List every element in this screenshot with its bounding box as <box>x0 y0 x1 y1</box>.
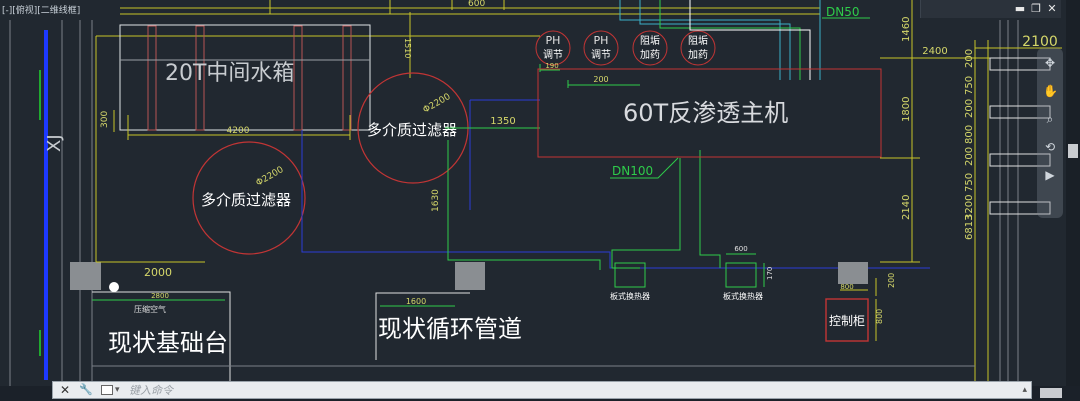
axis-label-xj: XJ <box>44 134 65 152</box>
dim-1800: 1800 <box>901 97 912 122</box>
steeringwheel-icon[interactable]: ✥ <box>1044 56 1056 70</box>
dim-190: 190 <box>545 62 558 70</box>
dim-600-hx: 600 <box>734 245 747 253</box>
dim-750-r2: 750 <box>964 173 975 192</box>
zoom-icon[interactable]: ⌕ <box>1046 112 1054 126</box>
column-blocks <box>70 262 868 290</box>
foundation-label: 现状基础台 <box>108 329 228 357</box>
filter-2[interactable]: 多介质过滤器 <box>192 141 306 255</box>
dim-1630: 1630 <box>431 189 441 212</box>
green-pipes <box>445 127 721 270</box>
blue-boundary <box>301 99 930 269</box>
antiscale1-top: 阻垢 <box>640 35 660 47</box>
drawing-canvas[interactable]: 20T中间水箱 4200 300 多介质过滤器 Φ2200 1510 多介质过滤… <box>0 0 1080 386</box>
hx2-label: 板式换热器 <box>723 291 763 301</box>
viewport-window-controls: ▬ ❐ ✕ <box>920 0 1061 18</box>
dim-200-r2: 200 <box>964 99 975 118</box>
dim-750-r1: 750 <box>964 76 975 95</box>
gauge-marker <box>109 282 119 292</box>
dosing-dims <box>539 64 640 88</box>
filter-2-label: 多介质过滤器 <box>201 191 291 209</box>
viewport-controls-label[interactable]: [-][俯视][二维线框] <box>2 6 81 16</box>
wall-line <box>39 30 48 380</box>
chevron-up-icon[interactable]: ▴ <box>1022 385 1027 395</box>
heat-exchanger-2[interactable]: 板式换热器 <box>723 253 765 301</box>
navigation-bar[interactable]: ✥ ✋ ⌕ ⟲ ▶ <box>1037 48 1063 218</box>
dim-1510: 1510 <box>403 38 412 58</box>
pipe-section[interactable]: 现状循环管道 <box>375 292 522 360</box>
dim-2140: 2140 <box>901 195 912 220</box>
filter-1-label: 多介质过滤器 <box>367 121 457 139</box>
dim-6813: 6813 <box>964 215 975 240</box>
top-pipes <box>619 0 821 80</box>
dim-200-cab: 200 <box>887 273 896 288</box>
right-dims <box>880 0 1062 386</box>
orbit-icon[interactable]: ⟲ <box>1044 140 1056 154</box>
command-input[interactable] <box>129 382 1009 398</box>
dim-2100: 2100 <box>1022 34 1058 50</box>
gauge-label: 压缩空气 <box>134 304 166 314</box>
tank-dims <box>113 110 351 140</box>
water-tank[interactable]: 20T中间水箱 <box>119 24 371 131</box>
ph1-bottom: 调节 <box>543 49 563 61</box>
tank-label: 20T中间水箱 <box>165 61 294 86</box>
heat-exchanger-1[interactable]: 板式换热器 <box>610 262 650 301</box>
dim-2400: 2400 <box>922 46 947 57</box>
vertical-scrollbar-thumb[interactable] <box>1068 144 1078 158</box>
dim-800-cab: 800 <box>840 283 853 291</box>
close-icon[interactable]: ✕ <box>59 383 71 397</box>
hx1-label: 板式换热器 <box>610 291 650 301</box>
customize-icon[interactable]: 🔧 <box>79 383 93 396</box>
dim-200-r3: 200 <box>964 147 975 166</box>
dim-3200: 3200 <box>964 195 975 220</box>
dn-leaders <box>610 17 870 179</box>
ph2-top: PH <box>594 34 609 47</box>
dim-1600: 1600 <box>406 297 426 306</box>
dim-1460: 1460 <box>901 17 912 42</box>
vertical-scrollbar[interactable] <box>1066 0 1080 386</box>
dim-2000: 2000 <box>144 266 172 279</box>
dim-600-top: 600 <box>468 0 485 9</box>
ro-label: 60T反渗透主机 <box>623 99 788 127</box>
dim-300: 300 <box>100 111 110 128</box>
foundation-platform[interactable]: 现状基础台 <box>92 291 231 386</box>
command-prompt-icon[interactable] <box>101 385 113 395</box>
horizontal-scrollbar-thumb[interactable] <box>1040 388 1062 398</box>
command-line: ✕ 🔧 ▾ ▴ <box>52 381 1032 399</box>
dim-200-r1: 200 <box>964 49 975 68</box>
close-icon[interactable]: ✕ <box>1047 2 1057 15</box>
ph1-top: PH <box>546 34 561 47</box>
dn100-label: DN100 <box>612 164 653 178</box>
dn50-label: DN50 <box>826 5 860 19</box>
ro-unit[interactable]: 60T反渗透主机 <box>537 68 882 158</box>
right-equipment <box>989 57 1051 215</box>
antiscale2-top: 阻垢 <box>688 35 708 47</box>
dim-2800: 2800 <box>151 292 169 300</box>
showmotion-icon[interactable]: ▶ <box>1045 168 1055 182</box>
dim-800-r: 800 <box>964 125 975 144</box>
dim-4200: 4200 <box>227 126 250 136</box>
minimize-icon[interactable]: ▬ <box>1014 2 1026 15</box>
ph2-bottom: 调节 <box>591 49 611 61</box>
restore-icon[interactable]: ❐ <box>1031 2 1041 15</box>
antiscale1-bottom: 加药 <box>640 49 660 61</box>
cabinet-label: 控制柜 <box>829 314 865 328</box>
dosing-equipment[interactable]: PH 调节 PH 调节 阻垢 加药 阻垢 加药 <box>535 30 716 66</box>
dim-170: 170 <box>766 267 774 280</box>
dim-800-cab-v: 800 <box>875 309 884 324</box>
dim-200: 200 <box>593 75 608 84</box>
grid-lines <box>9 20 1019 386</box>
chevron-down-icon[interactable]: ▾ <box>115 385 120 395</box>
pan-icon[interactable]: ✋ <box>1043 84 1058 98</box>
top-lines <box>95 0 820 262</box>
dim-1350: 1350 <box>490 116 515 127</box>
control-cabinet[interactable]: 控制柜 <box>825 278 877 342</box>
antiscale2-bottom: 加药 <box>688 49 708 61</box>
pipe-label: 现状循环管道 <box>378 315 522 343</box>
